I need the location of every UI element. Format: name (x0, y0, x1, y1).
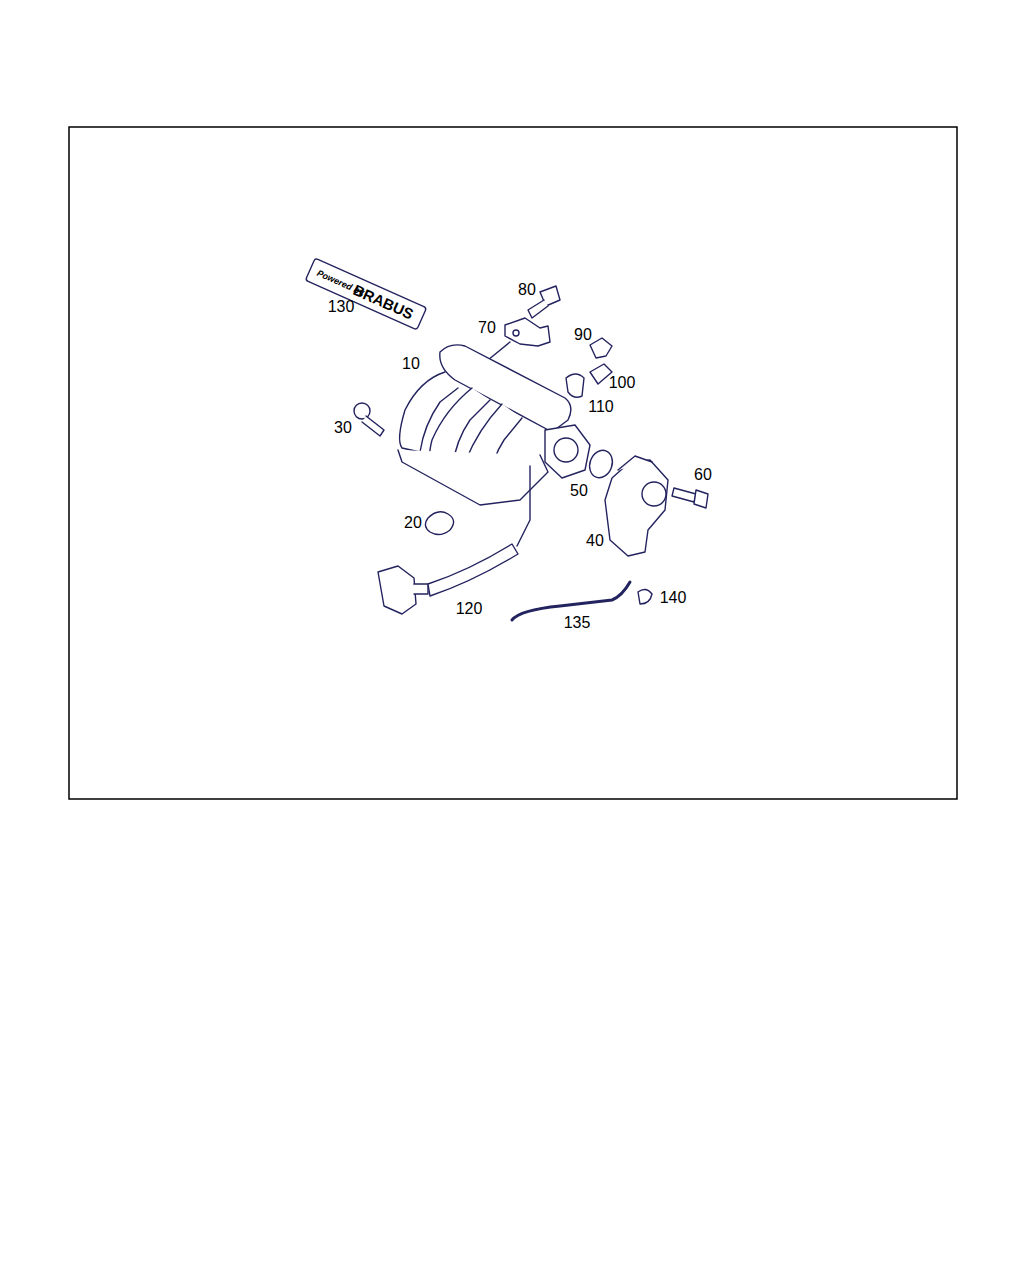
throttle-body (642, 482, 666, 506)
intake-manifold (554, 438, 578, 462)
frame (69, 127, 957, 799)
callout-number: 50 (570, 482, 588, 500)
callout-number: 10 (402, 355, 420, 373)
callout-number: 120 (456, 600, 483, 618)
parts (305, 258, 708, 620)
sensor (505, 318, 550, 346)
callout-number: 30 (334, 419, 352, 437)
fitting (590, 338, 612, 358)
bolt (354, 403, 384, 436)
bolt (528, 300, 548, 318)
callout-number: 100 (609, 374, 636, 392)
hose-elbow (566, 374, 584, 397)
intake-manifold (545, 425, 590, 478)
callout-number: 40 (586, 532, 604, 550)
throttle-body (605, 460, 668, 556)
sticker-text: Powered byBRABUS (305, 258, 426, 330)
callout-number: 20 (404, 514, 422, 532)
intake-manifold (398, 345, 590, 505)
o-ring (586, 447, 616, 481)
sensor (505, 318, 550, 346)
leader-line (488, 342, 510, 360)
callout-number: 90 (574, 326, 592, 344)
callout-number: 130 (328, 298, 355, 316)
throttle-body (605, 456, 668, 556)
leader-line (517, 466, 530, 546)
bolt (672, 488, 708, 508)
callout-number: 60 (694, 466, 712, 484)
throttle-body (618, 456, 652, 470)
sticker-text: BRABUS (351, 281, 417, 323)
bolt (672, 488, 696, 502)
callout-number: 135 (564, 614, 591, 632)
callout-number: 70 (478, 319, 496, 337)
bolt (362, 416, 384, 436)
clamp (638, 589, 652, 604)
callout-number: 110 (588, 398, 614, 416)
intake-manifold (398, 450, 548, 505)
callout-number: 140 (660, 589, 687, 607)
callout-number: 80 (518, 281, 536, 299)
sensor (513, 330, 519, 336)
hose (428, 544, 518, 596)
valve (378, 566, 416, 614)
valve (414, 584, 428, 594)
bolt (694, 490, 708, 508)
valve (378, 566, 428, 614)
brabus-sticker (305, 258, 426, 330)
gasket (425, 512, 453, 535)
